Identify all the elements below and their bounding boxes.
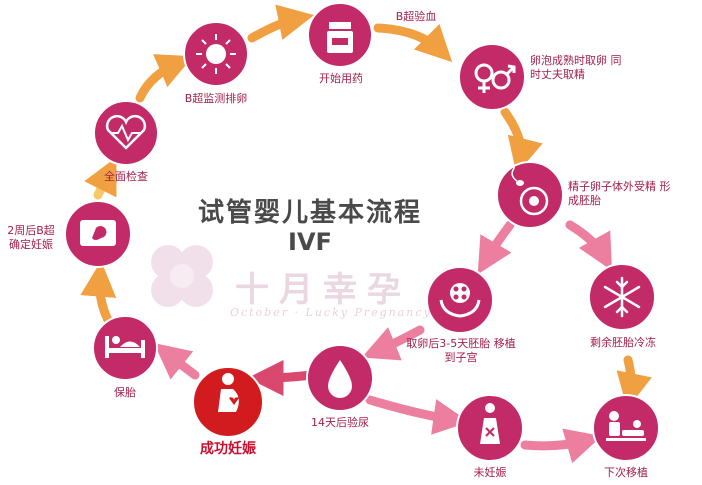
pregnant-woman-icon [218,373,239,412]
label-urine-test: 14天后验尿 [311,416,369,429]
node-checkup [93,100,159,166]
node-monitor [183,21,249,87]
node-not-pregnant [456,394,524,462]
label-keep-fetus: 保胎 [114,386,136,399]
doctor-patient-icon [606,411,646,441]
arrow-keep-to-confirm [80,260,117,325]
bed-rest-icon [105,336,145,358]
node-confirm [64,200,132,268]
arrow-transfer-to-test [361,325,425,361]
medicine-bottle-icon [327,22,353,53]
label-egg-retrieval: 卵泡成熟时取卵 同时丈夫取精 [530,54,622,81]
label-next-transfer: 下次移植 [604,466,648,479]
node-urine-test [306,344,374,412]
heart-monitor-icon [105,114,147,150]
label-medicine: 开始用药 [319,72,363,85]
arrow-confirm-to-checkup [84,157,117,200]
arrow-not-pregnant-to-next [520,428,602,464]
label-pre-retrieval: B超验血 [395,10,437,23]
node-freeze [588,263,656,331]
gender-symbols-icon [474,63,516,93]
watermark-english: October · Lucky Pregnancy [230,306,432,319]
arrow-medicine-to-retrieval [373,23,453,63]
drop-icon [328,360,352,398]
label-transfer: 取卵后3-5天胚胎 移植到子宫 [406,337,516,364]
embryo-hands-icon [439,283,481,318]
label-confirm: 2周后B超 确定妊娠 [7,224,55,251]
node-medicine [307,2,373,68]
label-freeze: 剩余胚胎冷冻 [590,336,656,349]
node-egg-retrieval [458,43,526,111]
label-not-pregnant: 未妊娠 [473,466,507,479]
sperm-egg-icon [510,161,549,216]
arrow-fertilization-to-transfer [477,220,515,275]
not-pregnant-icon [480,403,500,444]
arrow-success-to-keep [153,343,200,380]
arrow-freeze-to-next [616,355,652,410]
label-monitor: B超监测排卵 [184,92,248,105]
node-success [192,366,264,438]
label-fertilization: 精子卵子体外受精 形成胚胎 [568,180,671,207]
label-success: 成功妊娠 [200,441,256,457]
arrow-retrieval-to-fertilization [500,107,543,174]
diagram-title: 试管婴儿基本流程 [197,198,422,228]
diagram-subtitle: IVF [288,228,332,256]
snowflake-icon [603,276,641,318]
node-keep-fetus [92,315,158,381]
watermark-flower-icon [151,245,213,307]
node-transfer [426,266,494,334]
node-next-transfer [592,394,660,462]
arrow-fertilization-to-freeze [565,220,612,271]
watermark-text: 十月幸孕 [235,270,411,310]
node-fertilization [496,161,564,229]
arrow-checkup-to-monitor [135,54,194,103]
arrow-test-to-not-pregnant [365,395,470,435]
ultrasound-fetus-icon [80,220,116,246]
arrow-test-to-success [247,359,315,396]
ovary-sun-icon [196,34,236,74]
arrow-monitor-to-medicine [247,4,315,43]
label-checkup: 全面检查 [104,170,148,183]
